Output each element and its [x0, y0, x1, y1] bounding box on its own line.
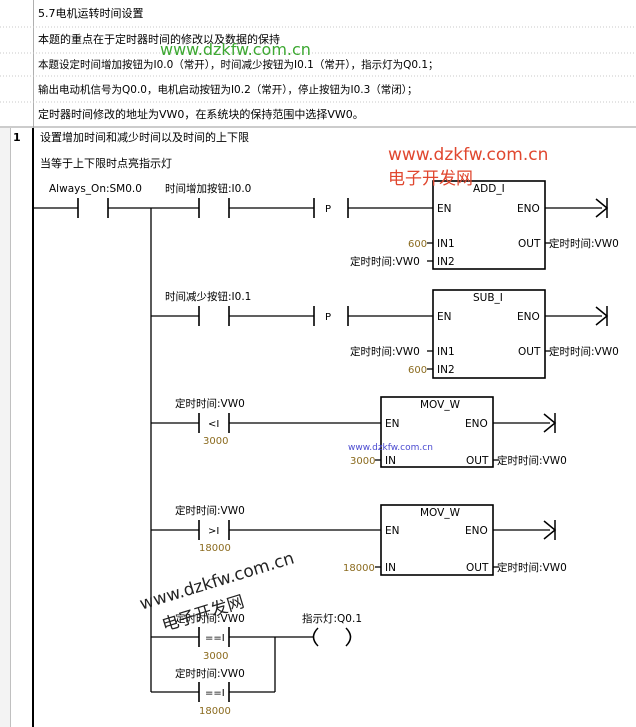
sub-out-value: 定时时间:VW0: [549, 345, 619, 358]
header-title: 5.7电机运转时间设置: [38, 6, 144, 20]
mov2-in-value: 18000: [343, 563, 375, 574]
p-label-2: P: [325, 312, 331, 323]
watermark-cn-top-right: 电子开发网: [388, 169, 473, 189]
p-label-1: P: [325, 204, 331, 215]
compare-eq2-op: ==I: [205, 688, 225, 699]
inc-button-label: 时间增加按钮:I0.0: [165, 182, 251, 195]
sub-block: [432, 289, 546, 379]
mov1-eno: ENO: [465, 418, 488, 430]
sub-eno: ENO: [517, 311, 540, 323]
mov2-out: OUT: [466, 562, 489, 574]
compare-eq2-value: 18000: [199, 706, 231, 717]
network-title: 设置增加时间和减少时间以及时间的上下限: [40, 130, 249, 144]
sub-in1: IN1: [437, 346, 455, 358]
add-block-text: ADD_I EN ENO IN1 IN2 OUT 定时时间:VW0 定时时间:V…: [350, 183, 619, 268]
eno-arrows: [543, 198, 609, 540]
watermark-rotated: www.dzkfw.com.cn 电子开发网: [137, 548, 296, 635]
mov1-en: EN: [385, 418, 400, 430]
header-line-2: 本题设定时间增加按钮为I0.0（常开），时间减少按钮为I0.1（常开），指示灯为…: [38, 58, 439, 71]
watermark-site-small: www.dzkfw.com.cn: [348, 443, 433, 453]
mov1-block-name: MOV_W: [420, 399, 461, 411]
wiring: [33, 207, 602, 693]
mov1-in-value: 3000: [350, 456, 375, 467]
compare-gt-var: 定时时间:VW0: [175, 504, 245, 517]
mov1-block: [380, 396, 494, 468]
dec-button-label: 时间减少按钮:I0.1: [165, 290, 251, 303]
mov2-out-value: 定时时间:VW0: [497, 561, 567, 574]
mov1-out: OUT: [466, 455, 489, 467]
sub-in2: IN2: [437, 364, 455, 376]
watermark-site-top-right: www.dzkfw.com.cn: [388, 145, 548, 165]
add-block: [432, 180, 546, 270]
mov2-block-text: MOV_W EN ENO IN OUT 定时时间:VW0: [385, 507, 567, 574]
left-gutter: [0, 128, 10, 727]
add-in1: IN1: [437, 238, 455, 250]
compare-eq1-var: 定时时间:VW0: [175, 612, 245, 625]
mov2-eno: ENO: [465, 525, 488, 537]
compare-gt-value: 18000: [199, 543, 231, 554]
sub-out: OUT: [518, 346, 541, 358]
mov1-out-value: 定时时间:VW0: [497, 454, 567, 467]
header-panel: [0, 0, 636, 130]
mov2-in: IN: [385, 562, 396, 574]
add-in1-value: 600: [408, 239, 427, 250]
add-in2-value: 定时时间:VW0: [350, 255, 420, 268]
contact-labels: Always_On:SM0.0 时间增加按钮:I0.0 P 时间减少按钮:I0.…: [49, 182, 331, 699]
sub-block-name: SUB_I: [473, 292, 503, 304]
compare-values: 3000 18000 3000 18000: [199, 436, 231, 717]
add-out-value: 定时时间:VW0: [549, 237, 619, 250]
mov1-in: IN: [385, 455, 396, 467]
mov2-block: [380, 504, 494, 576]
add-block-name: ADD_I: [473, 183, 505, 195]
coil-label: 指示灯:Q0.1: [302, 612, 362, 625]
network-number: 1: [13, 131, 21, 144]
compare-eq1-op: ==I: [205, 633, 225, 644]
mov2-block-name: MOV_W: [420, 507, 461, 519]
block-pins: [375, 242, 551, 568]
sub-block-text: SUB_I EN ENO IN1 IN2 OUT 定时时间:VW0 定时时间:V…: [350, 292, 619, 376]
header-line-4: 定时器时间修改的地址为VW0，在系统块的保持范围中选择VW0。: [38, 107, 364, 121]
sub-in2-value: 600: [408, 365, 427, 376]
compare-eq2-var: 定时时间:VW0: [175, 667, 245, 680]
watermark-site-top: www.dzkfw.com.cn: [160, 40, 311, 59]
add-in2: IN2: [437, 256, 455, 268]
mov1-block-text: MOV_W EN ENO IN OUT 定时时间:VW0: [385, 399, 567, 467]
function-block-frames: [380, 180, 546, 576]
mov2-en: EN: [385, 525, 400, 537]
header-line-3: 输出电动机信号为Q0.0，电机启动按钮为I0.2（常开），停止按钮为I0.3（常…: [38, 83, 418, 96]
add-out: OUT: [518, 238, 541, 250]
sub-in1-value: 定时时间:VW0: [350, 345, 420, 358]
always-on-label: Always_On:SM0.0: [49, 183, 142, 195]
compare-lt-var: 定时时间:VW0: [175, 397, 245, 410]
compare-gt-op: >I: [208, 526, 219, 537]
compare-eq1-value: 3000: [203, 651, 228, 662]
add-eno: ENO: [517, 203, 540, 215]
network-comment: 当等于上下限时点亮指示灯: [40, 156, 172, 170]
coil-icon: [312, 627, 352, 647]
contacts: [77, 198, 349, 702]
add-en: EN: [437, 203, 452, 215]
header-line-1: 本题的重点在于定时器时间的修改以及数据的保持: [38, 32, 280, 46]
compare-lt-value: 3000: [203, 436, 228, 447]
compare-lt-op: <I: [208, 419, 219, 430]
sub-en: EN: [437, 311, 452, 323]
